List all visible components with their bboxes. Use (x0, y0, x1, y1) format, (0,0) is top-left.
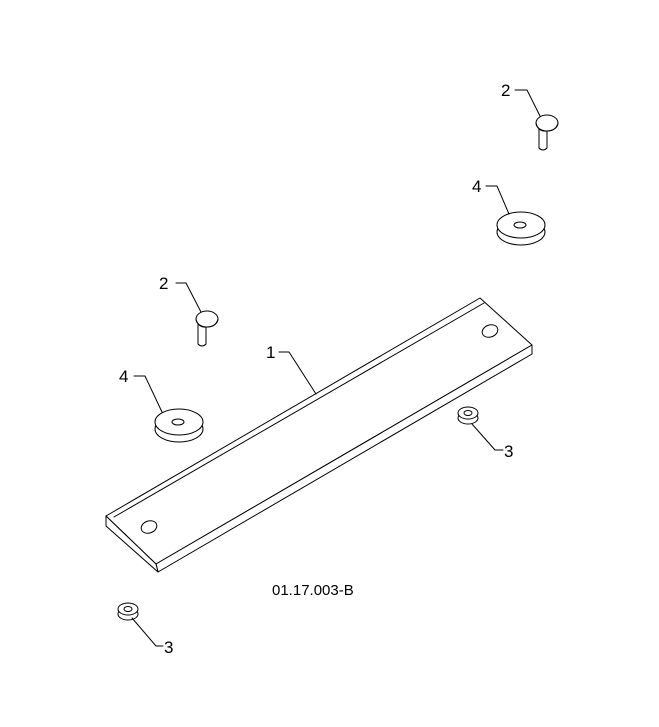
carriage-bolt-icon (195, 310, 219, 347)
drawing-code: 01.17.003-B (272, 582, 354, 599)
callout-bar: 1 (266, 343, 275, 362)
callout-nut-right: 3 (504, 442, 513, 461)
flat-bar-icon (105, 297, 533, 573)
leader-lines (131, 89, 541, 647)
washer-icon (496, 211, 546, 246)
callout-washer-left: 4 (119, 367, 128, 386)
lock-nut-icon (117, 602, 139, 621)
washer-icon (154, 408, 204, 443)
callout-washer-top: 4 (472, 177, 481, 196)
callout-nut-bottom: 3 (164, 638, 173, 657)
callout-bolt-left: 2 (159, 274, 168, 293)
carriage-bolt-icon (535, 114, 559, 151)
callout-bolt-top: 2 (501, 81, 510, 100)
lock-nut-icon (457, 406, 479, 425)
